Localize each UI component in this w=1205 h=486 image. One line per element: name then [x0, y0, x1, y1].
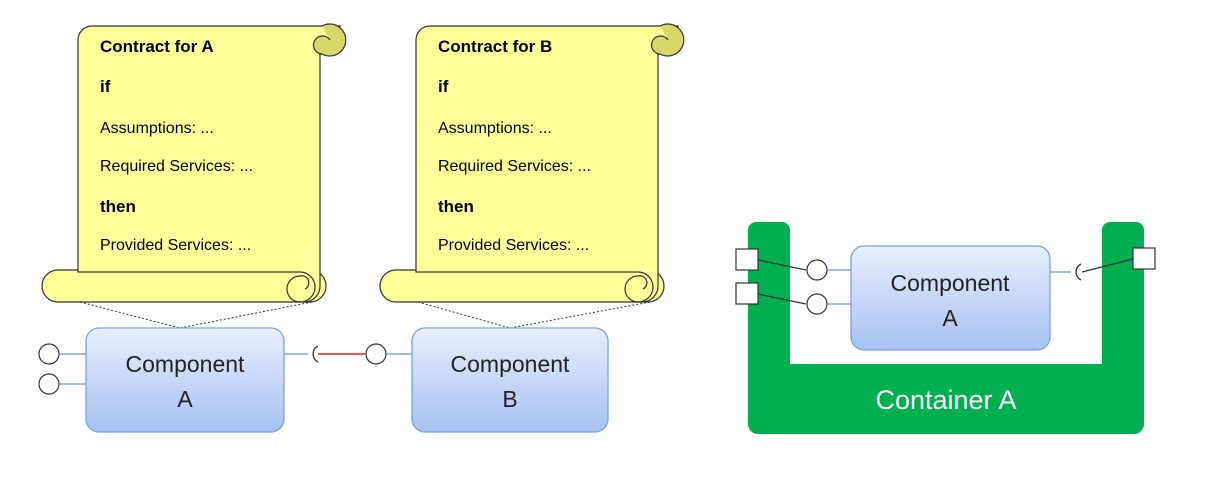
if-label: if [100, 77, 111, 96]
component-box[interactable] [411, 327, 609, 433]
delegation-line [1081, 258, 1134, 273]
provided-interface-icon [38, 343, 60, 365]
component-label-line1: Component [126, 351, 246, 377]
component-box[interactable] [850, 245, 1051, 351]
component-b: Component B [365, 327, 609, 433]
assumptions-text: Assumptions: ... [100, 120, 214, 137]
provided-services-text: Provided Services: ... [438, 237, 589, 254]
provided-interface-icon [806, 293, 828, 315]
scroll-bottom-roll [41, 269, 327, 303]
callout-line-right-b [509, 301, 651, 329]
provided-services-text: Provided Services: ... [100, 237, 251, 254]
callout-line-left-b [417, 301, 511, 329]
then-label: then [100, 197, 136, 216]
scroll-body [415, 25, 679, 303]
delegation-line [757, 293, 807, 305]
contract-title: Contract for A [100, 37, 214, 56]
container-port-icon[interactable] [735, 248, 759, 271]
required-interface-socket-icon [1075, 263, 1082, 281]
scroll-bottom-roll [379, 269, 665, 303]
component-label-line1: Component [891, 270, 1011, 296]
container-a: Container A Component A [735, 222, 1156, 434]
container-port-icon[interactable] [735, 282, 759, 305]
component-label-line2: A [177, 386, 193, 412]
component-label-line2: A [942, 305, 958, 331]
provided-interface-icon [365, 343, 387, 365]
scroll-bottom-curl [286, 275, 310, 303]
callout-line-left-a [79, 301, 181, 329]
contract-scroll-b: Contract for B if Assumptions: ... Requi… [379, 23, 685, 329]
component-a: Component A [38, 327, 319, 433]
contract-title: Contract for B [438, 37, 552, 56]
if-label: if [438, 77, 449, 96]
container-frame [748, 222, 1144, 434]
assumptions-text: Assumptions: ... [438, 120, 552, 137]
scroll-bottom-curl [624, 275, 648, 303]
required-services-text: Required Services: ... [438, 158, 591, 175]
component-label-line2: B [502, 386, 517, 412]
provided-interface-icon [806, 259, 828, 281]
scroll-top-curl [312, 23, 347, 57]
container-label: Container A [875, 385, 1016, 415]
callout-line-right-a [179, 301, 313, 329]
scroll-body [77, 25, 341, 303]
scroll-top-curl [650, 23, 685, 57]
container-port-icon[interactable] [1132, 247, 1156, 270]
required-interface-socket-icon [312, 345, 319, 363]
component-label-line1: Component [451, 351, 571, 377]
delegation-line [757, 259, 807, 271]
provided-interface-icon [38, 373, 60, 395]
required-services-text: Required Services: ... [100, 158, 253, 175]
component-box[interactable] [85, 327, 285, 433]
then-label: then [438, 197, 474, 216]
contract-scroll-a: Contract for A if Assumptions: ... Requi… [41, 23, 347, 329]
